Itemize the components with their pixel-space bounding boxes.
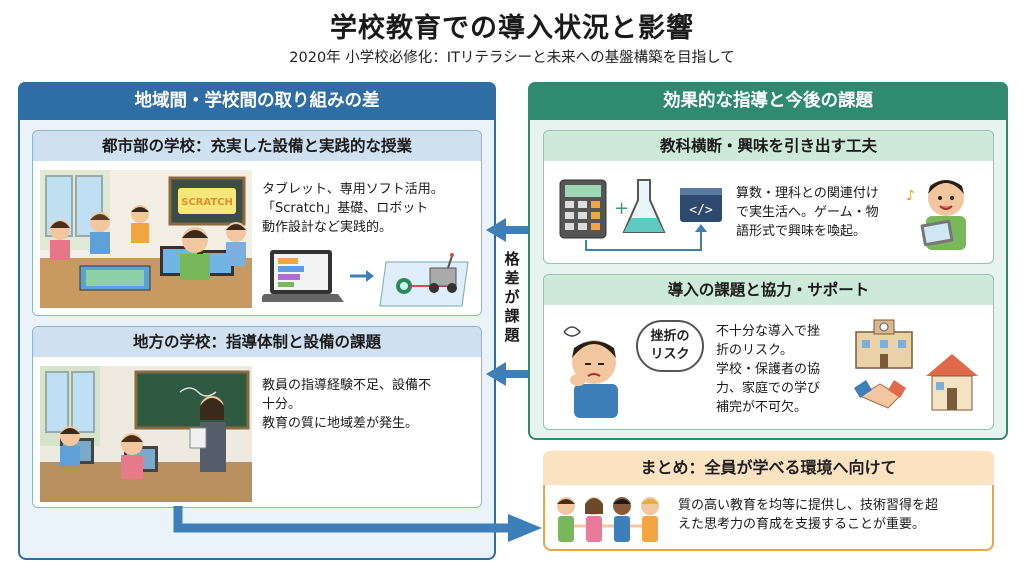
summary-heading: まとめ：全員が学べる環境へ向けて	[543, 451, 994, 485]
rural-school-heading: 地方の学校：指導体制と設備の課題	[33, 327, 481, 357]
cross-curricular-text: 算数・理科との関連付け で実生活へ。ゲーム・物 語形式で興味を喚起。	[736, 186, 879, 239]
support-card: 導入の課題と協力・サポート	[543, 274, 994, 430]
cross-curricular-heading: 教科横断・興味を引き出す工夫	[544, 131, 993, 161]
page-subtitle: 2020年 小学校必修化：ITリテラシーと未来への基盤構築を目指して	[289, 50, 735, 66]
calculator-flask-code-illustration: + </>	[559, 179, 722, 251]
summary-text: 質の高い教育を均等に提供し、技術習得を超 えた思考力の育成を支援することが重要。	[678, 498, 939, 532]
cross-curricular-card: 教科横断・興味を引き出す工夫	[543, 130, 994, 264]
page-title: 学校教育での導入状況と影響	[330, 13, 694, 44]
school-handshake-home-illustration	[854, 319, 978, 411]
urban-school-heading: 都市部の学校：充実した設備と実践的な授業	[33, 131, 481, 161]
gap-label: 格 差 が 課 題	[504, 250, 520, 344]
boy-with-tablet-illustration: ♪	[906, 180, 966, 250]
scratch-board-text: SCRATCH	[181, 197, 233, 208]
urban-classroom-illustration: SCRATCH	[40, 170, 252, 308]
svg-text:+: +	[614, 198, 629, 219]
diverse-children-illustration	[557, 497, 659, 542]
left-panel-heading: 地域間・学校間の取り組みの差	[18, 82, 496, 120]
support-heading: 導入の課題と協力・サポート	[544, 275, 993, 305]
rural-classroom-illustration	[40, 366, 252, 502]
rural-school-text: 教員の指導経験不足、設備不 十分。 教育の質に地域差が発生。	[262, 378, 432, 431]
support-text: 不十分な導入で挫 折のリスク。 学校・保護者の協 力、家庭での学び 補完が不可欠…	[716, 324, 821, 415]
code-symbol: </>	[689, 203, 713, 218]
laptop-robot-illustration	[262, 250, 469, 307]
right-panel-heading: 効果的な指導と今後の課題	[528, 82, 1008, 120]
frustrated-boy-illustration	[563, 326, 618, 418]
flow-arrow-to-summary	[173, 506, 542, 542]
svg-text:♪: ♪	[906, 188, 915, 204]
urban-school-text: タブレット、専用ソフト活用。 「Scratch」基礎、ロボット 動作設計など実践…	[262, 182, 444, 235]
risk-speech-bubble: 挫折の リスク	[636, 320, 704, 372]
